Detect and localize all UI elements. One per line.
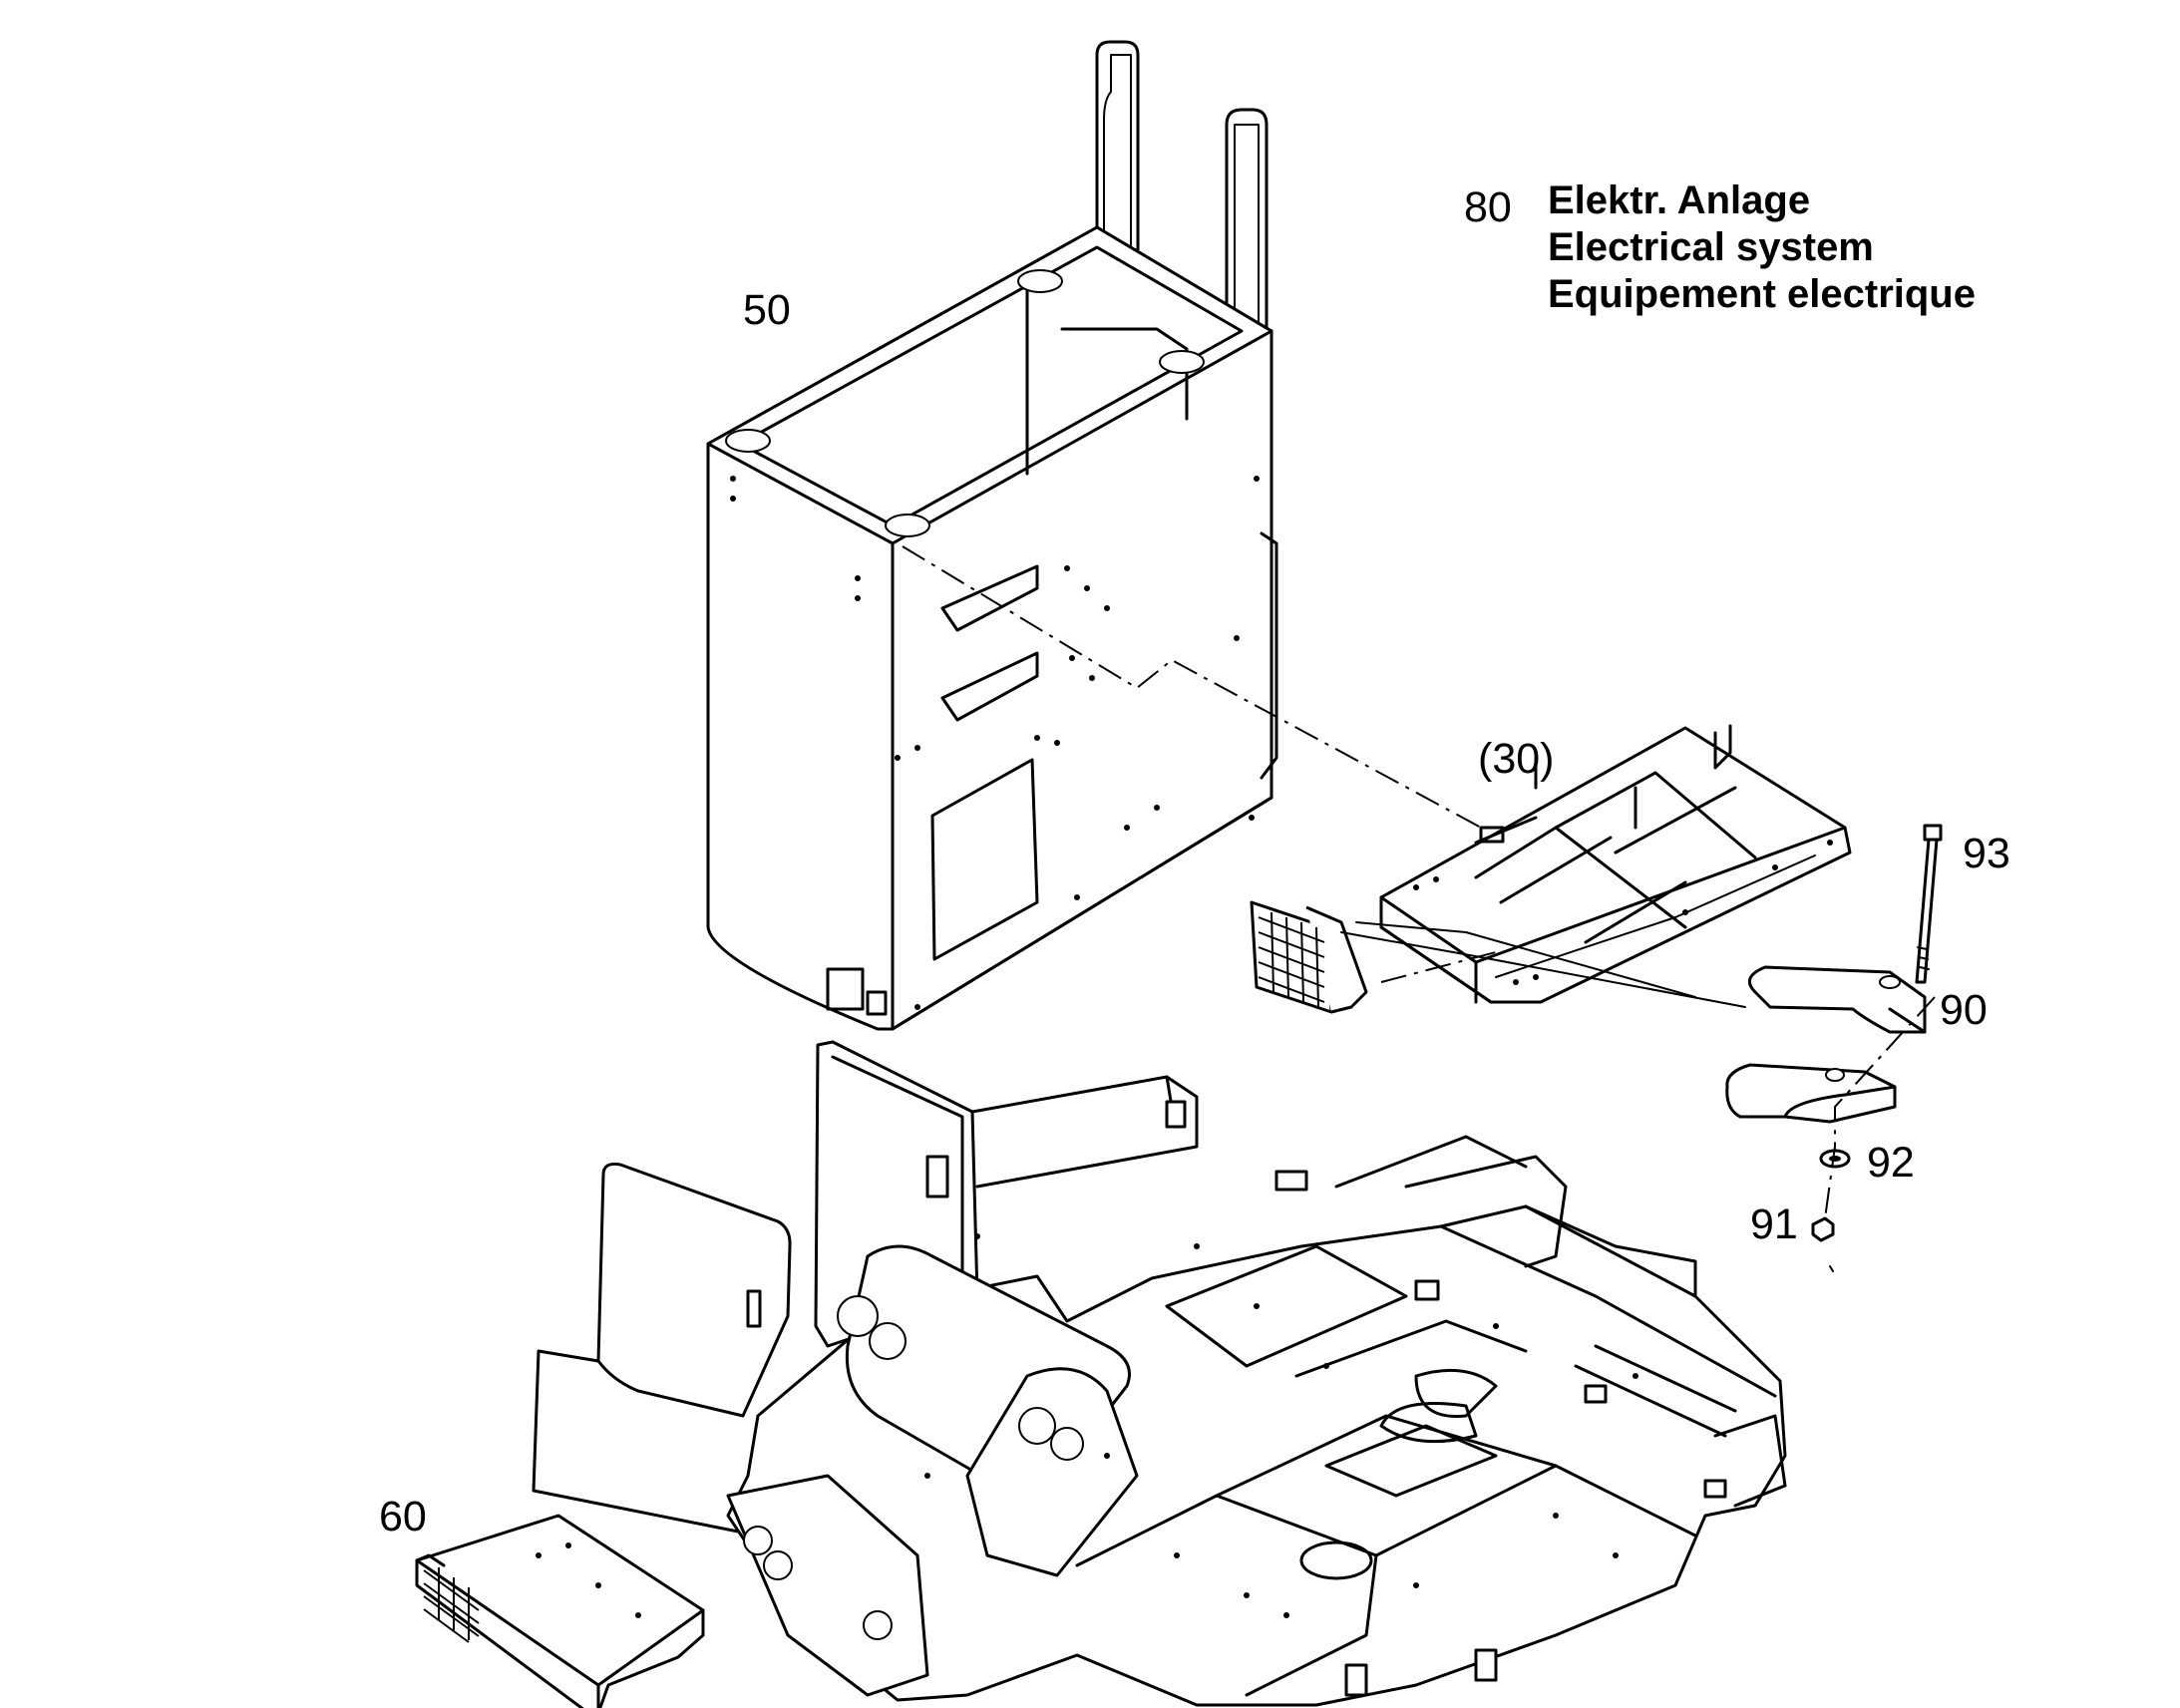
part-60-tray — [415, 1514, 705, 1708]
cabinet-handrail-right — [1225, 108, 1269, 331]
chassis-frame — [532, 1040, 1787, 1707]
chassis-rivets — [924, 1233, 1638, 1618]
part-91-nut — [1811, 1216, 1835, 1242]
frame-rivets — [1413, 840, 1833, 985]
callout-30: (30) — [1478, 735, 1554, 783]
title-line-english: Electrical system — [1548, 225, 1874, 269]
title-line-french: Equipement electrique — [1548, 272, 1976, 316]
callout-60: 60 — [379, 1493, 427, 1540]
assembly-line-30 — [902, 545, 1482, 829]
callout-labels: 50 (30) 93 90 92 91 60 — [379, 286, 2010, 1540]
title-line-german: Elektr. Anlage — [1548, 178, 1810, 222]
callout-91: 91 — [1750, 1200, 1798, 1248]
title-number: 80 — [1464, 183, 1512, 231]
part-30-frame — [1379, 724, 1852, 1004]
callout-90: 90 — [1940, 986, 1988, 1034]
assembly-line-90 — [1340, 931, 1746, 1008]
part-92-bracket — [1725, 1063, 1897, 1124]
callout-93: 93 — [1963, 830, 2010, 877]
part-93-bolt — [1915, 824, 1943, 984]
part-50-cabinet — [706, 40, 1278, 1031]
cabinet-handrail-left — [1095, 40, 1140, 251]
fan-grille — [1250, 900, 1368, 1014]
cabinet-access-door — [930, 758, 1039, 961]
callout-92: 92 — [1867, 1139, 1915, 1187]
title-block: 80 Elektr. Anlage Electrical system Equi… — [1464, 178, 1976, 316]
cabinet-rivets — [730, 476, 1260, 1010]
callout-50: 50 — [743, 286, 791, 334]
part-90-bracket — [1747, 965, 1927, 1034]
